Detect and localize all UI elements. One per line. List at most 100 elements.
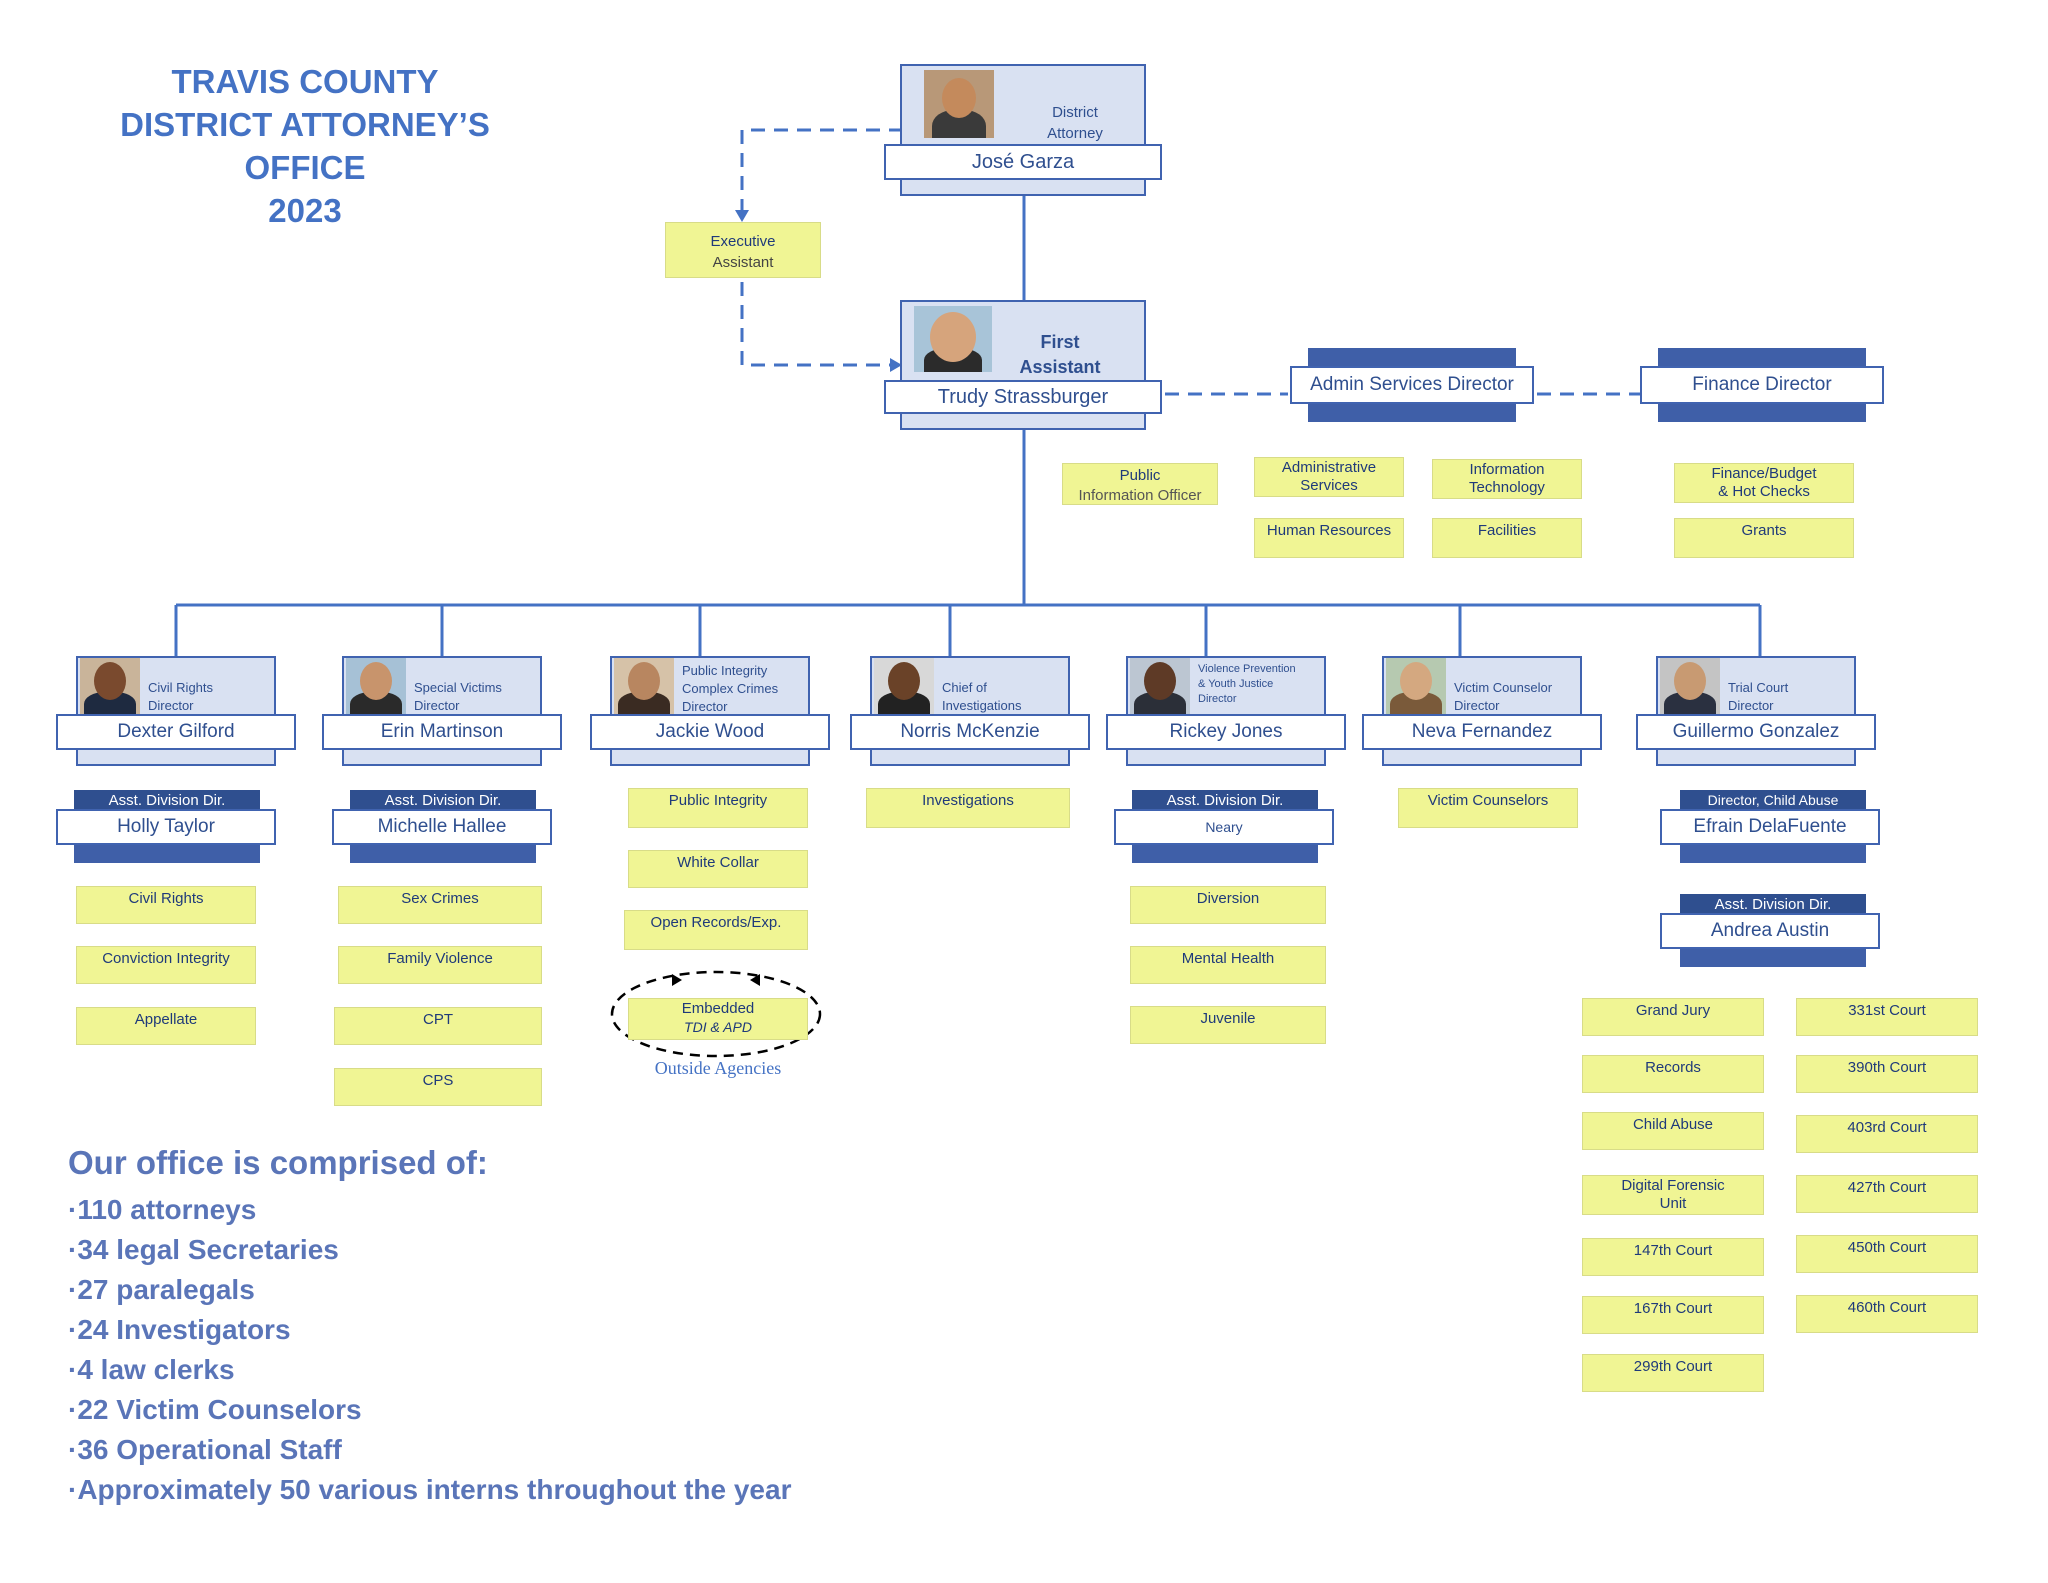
- director-name: Jackie Wood: [590, 714, 830, 750]
- composition-item: ·34 legal Secretaries: [68, 1234, 339, 1265]
- director-title: Public Integrity Complex Crimes Director: [682, 662, 808, 716]
- embedded-line-1: Embedded: [681, 1000, 755, 1017]
- director-photo-body: [84, 692, 136, 714]
- director-photo: [614, 658, 674, 714]
- admin-unit-facilities: Facilities: [1432, 518, 1582, 558]
- unit-investigations: Investigations: [866, 788, 1070, 828]
- public-information-officer: Public Information Officer: [1062, 463, 1218, 505]
- trial-court-unit: 403rd Court: [1796, 1115, 1978, 1153]
- andrea-austin-name: Andrea Austin: [1660, 913, 1880, 949]
- director-title-line-2: Director: [1454, 698, 1500, 713]
- unit-mental-health: Mental Health: [1130, 946, 1326, 984]
- director-photo-head: [94, 662, 126, 700]
- director-title: Chief of Investigations: [942, 679, 1068, 715]
- director-photo-head: [1400, 662, 1432, 700]
- director-title: Trial Court Director: [1728, 679, 1854, 715]
- exec-line-2: Assistant: [712, 254, 774, 271]
- unit-white-collar: White Collar: [628, 850, 808, 888]
- finance-unit-budget: Finance/Budget & Hot Checks: [1674, 463, 1854, 503]
- holly-taylor-bar: [74, 845, 260, 863]
- trial-court-unit: 450th Court: [1796, 1235, 1978, 1273]
- holly-taylor-name: Holly Taylor: [56, 809, 276, 845]
- unit-juvenile: Juvenile: [1130, 1006, 1326, 1044]
- composition-item: ·22 Victim Counselors: [68, 1394, 362, 1425]
- director-title-line-2: & Youth Justice: [1198, 678, 1274, 690]
- finance-director: Finance Director: [1640, 366, 1884, 404]
- admin-dir-top-bar: [1308, 348, 1516, 366]
- fa-title-line-2: Assistant: [1019, 357, 1101, 377]
- first-assistant-photo: [914, 306, 992, 372]
- director-title-line-2: Investigations: [942, 698, 1022, 713]
- director-photo-body: [1390, 692, 1442, 714]
- unit-diversion: Diversion: [1130, 886, 1326, 924]
- finance-unit-grants: Grants: [1674, 518, 1854, 558]
- admin-unit-line-2: Technology: [1469, 479, 1545, 496]
- trial-court-unit: Grand Jury: [1582, 998, 1764, 1036]
- director-photo: [1386, 658, 1446, 714]
- admin-unit-information-technology: Information Technology: [1432, 459, 1582, 499]
- asst-division-label: Asst. Division Dir.: [74, 790, 260, 810]
- director-title-line-1: Public Integrity: [682, 663, 768, 678]
- trial-court-unit: 460th Court: [1796, 1295, 1978, 1333]
- asst-division-label: Asst. Division Dir.: [350, 790, 536, 810]
- title-line-3: 2023: [268, 192, 342, 229]
- director-photo-body: [1664, 692, 1716, 714]
- trial-court-unit: Child Abuse: [1582, 1112, 1764, 1150]
- finance-dir-bottom-bar: [1658, 404, 1866, 422]
- finance-unit-line-1: Finance/Budget: [1711, 465, 1817, 482]
- director-title: Special Victims Director: [414, 679, 540, 715]
- pio-line-2: Information Officer: [1078, 487, 1202, 504]
- admin-unit-line-2: Services: [1300, 477, 1358, 494]
- director-title-line-3: Director: [682, 699, 728, 714]
- director-child-abuse-label: Director, Child Abuse: [1680, 790, 1866, 810]
- finance-unit-line-2: & Hot Checks: [1718, 483, 1810, 500]
- efrain-delafuente-name: Efrain DelaFuente: [1660, 809, 1880, 845]
- first-assistant-name: Trudy Strassburger: [884, 380, 1162, 414]
- director-title-line-3: Director: [1198, 693, 1237, 705]
- director-photo: [346, 658, 406, 714]
- composition-item: ·24 Investigators: [68, 1314, 291, 1345]
- unit-conviction-integrity: Conviction Integrity: [76, 946, 256, 984]
- da-title-line-1: District: [1052, 104, 1098, 121]
- fa-title-line-1: First: [1040, 332, 1080, 352]
- unit-public-integrity: Public Integrity: [628, 788, 808, 828]
- da-title-line-2: Attorney: [1047, 125, 1103, 142]
- director-name: Dexter Gilford: [56, 714, 296, 750]
- composition-item: ·110 attorneys: [68, 1194, 257, 1225]
- unit-cpt: CPT: [334, 1007, 542, 1045]
- embedded-line-2: TDI & APD: [684, 1019, 752, 1035]
- director-title-line-1: Civil Rights: [148, 680, 214, 695]
- director-name: Neva Fernandez: [1362, 714, 1602, 750]
- director-title: Violence Prevention & Youth Justice Dire…: [1198, 662, 1324, 707]
- director-photo-head: [360, 662, 392, 700]
- composition-item: ·36 Operational Staff: [68, 1434, 342, 1465]
- admin-dir-bottom-bar: [1308, 404, 1516, 422]
- director-title-line-2: Director: [414, 698, 460, 713]
- asst-division-label: Asst. Division Dir.: [1132, 790, 1318, 810]
- exec-line-1: Executive: [710, 233, 776, 250]
- director-photo-head: [888, 662, 920, 700]
- director-name: Guillermo Gonzalez: [1636, 714, 1876, 750]
- director-photo-body: [350, 692, 402, 714]
- admin-unit-administrative-services: Administrative Services: [1254, 457, 1404, 497]
- director-photo-head: [628, 662, 660, 700]
- admin-unit-human-resources: Human Resources: [1254, 518, 1404, 558]
- director-title-line-1: Trial Court: [1728, 680, 1789, 695]
- unit-cps: CPS: [334, 1068, 542, 1106]
- director-title-line-2: Complex Crimes: [682, 681, 779, 696]
- composition-heading: Our office is comprised of:: [68, 1144, 488, 1181]
- executive-assistant-box: Executive Assistant: [665, 222, 821, 278]
- neary-bar: [1132, 845, 1318, 863]
- unit-embedded: Embedded TDI & APD: [628, 998, 808, 1040]
- finance-dir-top-bar: [1658, 348, 1866, 366]
- admin-services-director: Admin Services Director: [1290, 366, 1534, 404]
- director-photo-head: [1144, 662, 1176, 700]
- trial-court-unit: 147th Court: [1582, 1238, 1764, 1276]
- director-title: Civil Rights Director: [148, 679, 274, 715]
- composition-item: ·27 paralegals: [68, 1274, 255, 1305]
- director-photo: [1660, 658, 1720, 714]
- michelle-hallee-bar: [350, 845, 536, 863]
- district-attorney-name: José Garza: [884, 144, 1162, 180]
- director-name: Rickey Jones: [1106, 714, 1346, 750]
